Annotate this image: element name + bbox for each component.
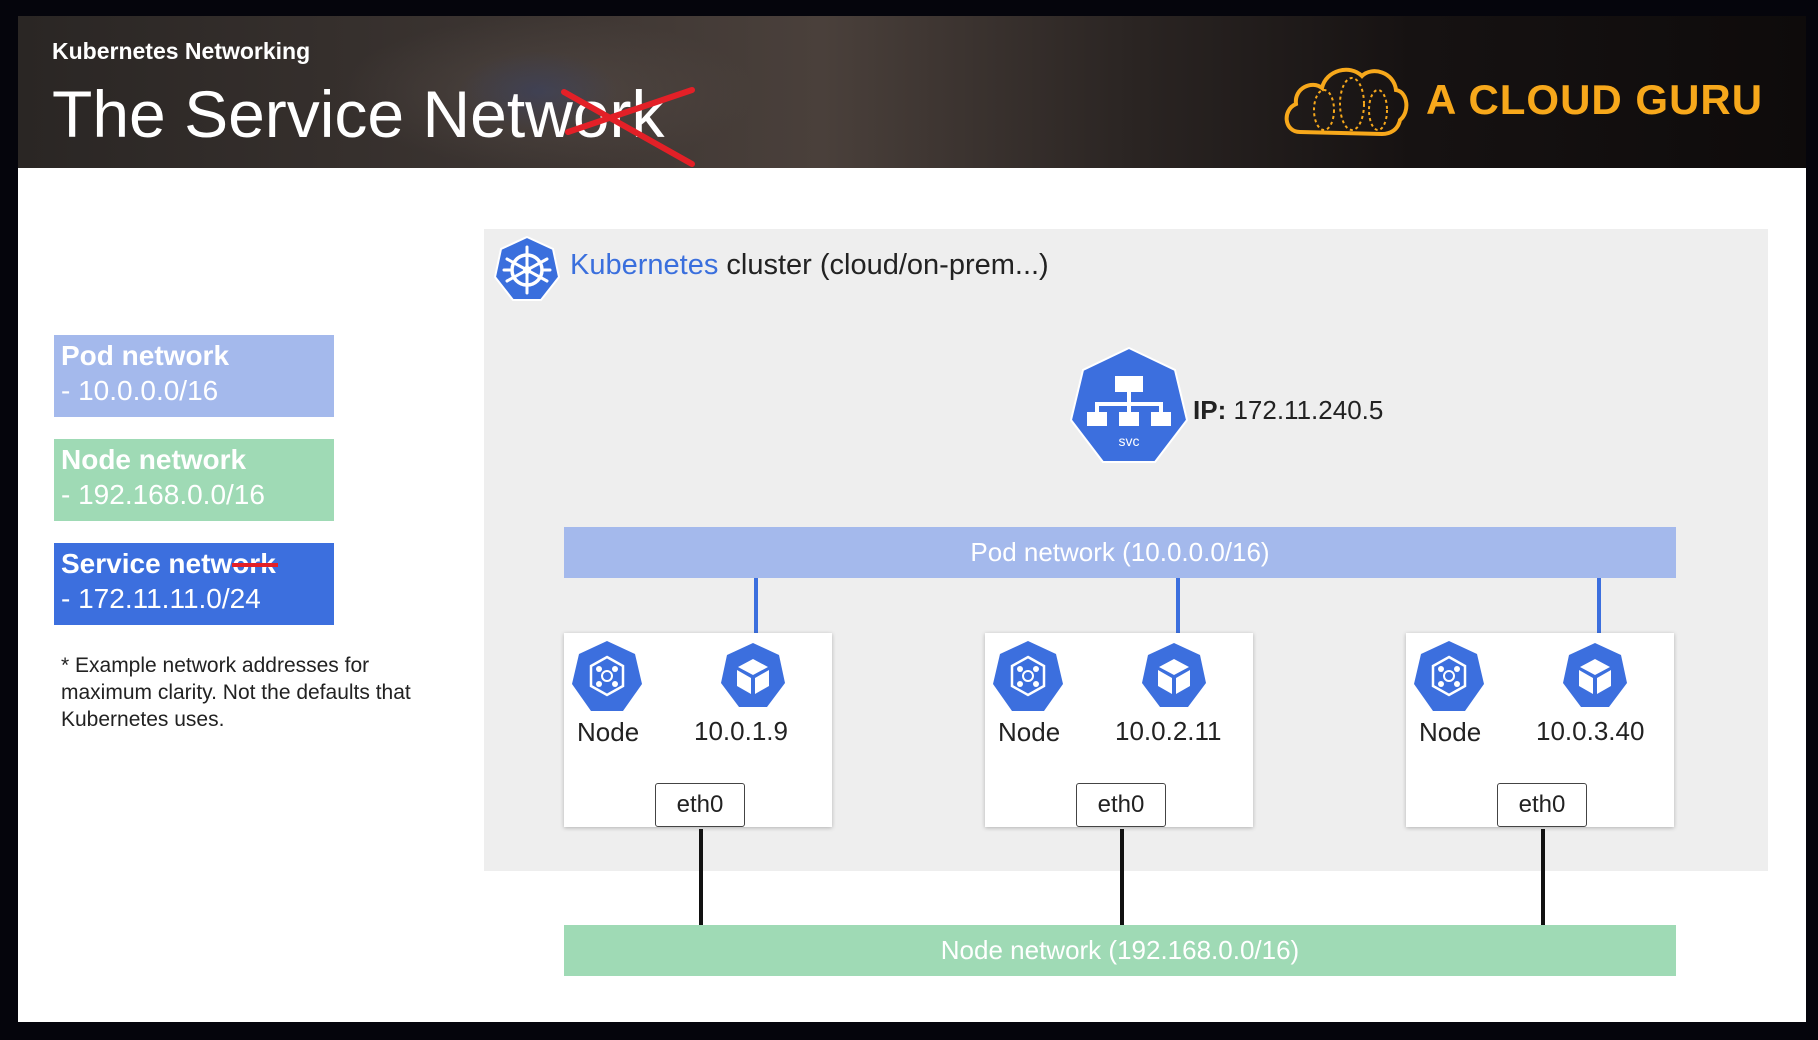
title-strikethrough-mark xyxy=(561,87,695,167)
node-box: Node 10.0.1.9 eth0 xyxy=(564,633,832,827)
legend-service-network-range: - 172.11.11.0/24 xyxy=(61,583,261,614)
legend-node-network-name: Node network xyxy=(61,444,247,475)
node-icon xyxy=(993,641,1063,711)
node-network-bar: Node network (192.168.0.0/16) xyxy=(564,925,1676,976)
eth0-interface: eth0 xyxy=(1076,783,1166,827)
eth0-interface: eth0 xyxy=(655,783,745,827)
pod-icon xyxy=(1142,643,1206,707)
service-ip-value: 172.11.240.5 xyxy=(1226,395,1384,425)
node-label: Node xyxy=(1419,717,1482,747)
service-icon-text: svc xyxy=(1119,433,1140,449)
pod-connector-line xyxy=(754,578,758,633)
pod-connector-line xyxy=(1597,578,1601,633)
cluster-label: Kubernetes cluster (cloud/on-prem...) xyxy=(570,249,1049,282)
brand-name: A CLOUD GURU xyxy=(1426,76,1764,123)
cluster-label-kubernetes: Kubernetes xyxy=(570,249,719,281)
legend-node-network-range: - 192.168.0.0/16 xyxy=(61,479,265,510)
legend-service-network-name: Service network xyxy=(61,548,276,579)
legend-pod-network-name: Pod network xyxy=(61,340,230,371)
node-icon xyxy=(1414,641,1484,711)
service-icon: svc xyxy=(1069,346,1189,463)
pod-ip: 10.0.1.9 xyxy=(694,716,788,746)
kubernetes-helm-icon xyxy=(493,235,561,301)
header-background-detail xyxy=(458,51,618,131)
node-icon xyxy=(572,641,642,711)
legend-service-network: Service network - 172.11.11.0/24 xyxy=(54,543,334,625)
slide: Kubernetes Networking The Service Networ… xyxy=(18,16,1806,1022)
slide-title: The Service Network xyxy=(52,77,665,151)
kubernetes-cluster: Kubernetes cluster (cloud/on-prem...) sv… xyxy=(484,229,1768,871)
pod-icon xyxy=(1563,643,1627,707)
pod-icon xyxy=(721,643,785,707)
header-banner: Kubernetes Networking The Service Networ… xyxy=(18,16,1806,168)
footnote: * Example network addresses for maximum … xyxy=(61,654,411,731)
legend-node-network: Node network - 192.168.0.0/16 xyxy=(54,439,334,521)
node-connector-line xyxy=(1541,829,1545,925)
pod-connector-line xyxy=(1176,578,1180,633)
legend-strikethrough-mark xyxy=(232,563,278,567)
pod-ip: 10.0.3.40 xyxy=(1536,716,1645,746)
brand-logo: A CLOUD GURU xyxy=(1280,54,1780,144)
node-box: Node 10.0.3.40 eth0 xyxy=(1406,633,1674,827)
eth0-interface: eth0 xyxy=(1497,783,1587,827)
node-label: Node xyxy=(577,717,640,747)
node-box: Node 10.0.2.11 eth0 xyxy=(985,633,1253,827)
node-connector-line xyxy=(699,829,703,925)
legend-pod-network-range: - 10.0.0.0/16 xyxy=(61,375,219,406)
cluster-label-rest: cluster (cloud/on-prem...) xyxy=(718,249,1049,281)
legend-pod-network: Pod network - 10.0.0.0/16 xyxy=(54,335,334,417)
node-label: Node xyxy=(998,717,1061,747)
pod-ip: 10.0.2.11 xyxy=(1115,716,1222,746)
node-connector-line xyxy=(1120,829,1124,925)
cloud-guru-icon xyxy=(1284,67,1409,137)
pod-network-bar: Pod network (10.0.0.0/16) xyxy=(564,527,1676,578)
slide-subtitle: Kubernetes Networking xyxy=(52,38,311,64)
service-ip-label: IP: xyxy=(1193,395,1227,425)
service-ip: IP: 172.11.240.5 xyxy=(1193,395,1383,426)
